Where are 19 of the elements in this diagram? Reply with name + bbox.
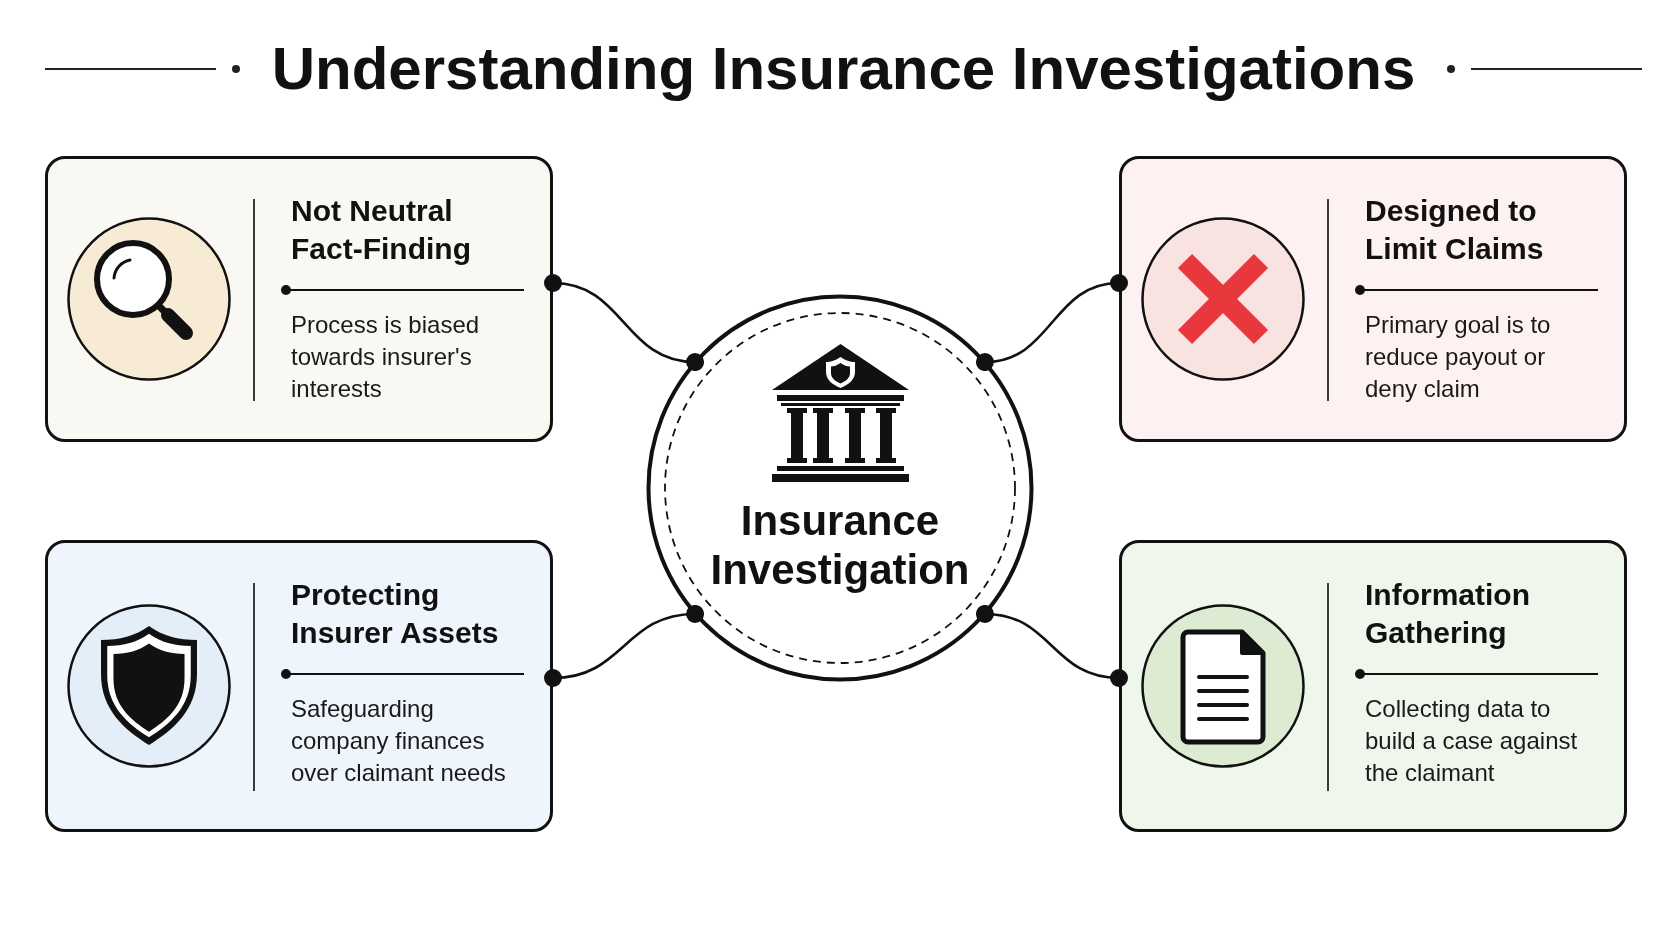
info-card [1119, 156, 1627, 442]
card-description: Safeguarding company finances over claimant needs [291, 694, 507, 788]
connector [975, 604, 1128, 687]
card-description: Collecting data to build a case against the claimant [1365, 694, 1579, 788]
card-description: Process is biased towards insurer's interests [291, 310, 481, 404]
diagram-title: Understanding Insurance Investigations [271, 34, 1416, 104]
card-description: Primary goal is to reduce payout or deny claim [1365, 310, 1552, 404]
card-heading: Not Neutral Fact-Finding [291, 193, 472, 267]
info-card [45, 156, 553, 442]
card-heading: Information Gathering [1365, 577, 1531, 651]
connector [544, 274, 705, 372]
card-heading: Designed to Limit Claims [1365, 193, 1545, 267]
hub-circle [646, 294, 1034, 682]
card-heading: Protecting Insurer Assets [291, 577, 500, 651]
connector [975, 274, 1128, 372]
connector [544, 604, 705, 687]
hub-title: Insurance Investigation [709, 496, 971, 594]
info-card [45, 540, 553, 832]
info-card [1119, 540, 1627, 832]
